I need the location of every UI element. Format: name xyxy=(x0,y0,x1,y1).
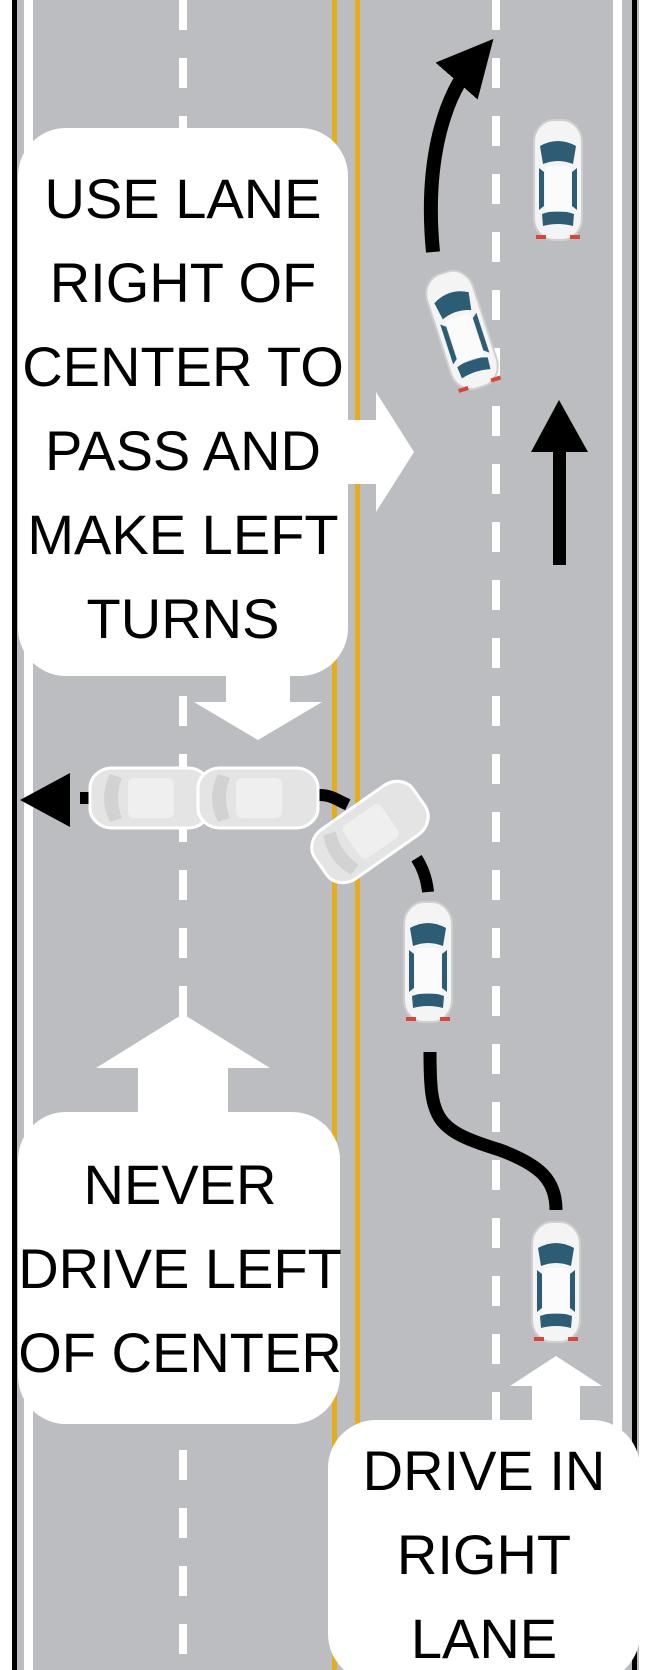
car-top-view-icon xyxy=(532,1222,580,1342)
car-top-view-icon xyxy=(404,902,452,1022)
car-top-view-icon xyxy=(534,120,582,240)
ghost-car-icon xyxy=(90,768,210,828)
top-label-line: PASS AND xyxy=(45,419,321,482)
top-label-line: CENTER TO xyxy=(22,335,344,398)
bottom-label-line: RIGHT xyxy=(397,1523,571,1586)
middle-label-line: DRIVE LEFT xyxy=(18,1237,342,1300)
right-road-edge xyxy=(632,0,637,1670)
top-label-line: RIGHT OF xyxy=(50,251,317,314)
bottom-label-line: DRIVE IN xyxy=(363,1439,606,1502)
right-fog-line xyxy=(613,0,622,1670)
bottom-label-line: LANE xyxy=(411,1607,557,1670)
top-label-line: TURNS xyxy=(87,587,280,650)
middle-label-line: NEVER xyxy=(84,1153,277,1216)
top-label-line: MAKE LEFT xyxy=(27,503,338,566)
top-label-line: USE LANE xyxy=(45,167,322,230)
middle-label-line: OF CENTER xyxy=(18,1321,342,1384)
left-road-edge xyxy=(12,0,17,1670)
ghost-car-icon xyxy=(198,768,318,828)
